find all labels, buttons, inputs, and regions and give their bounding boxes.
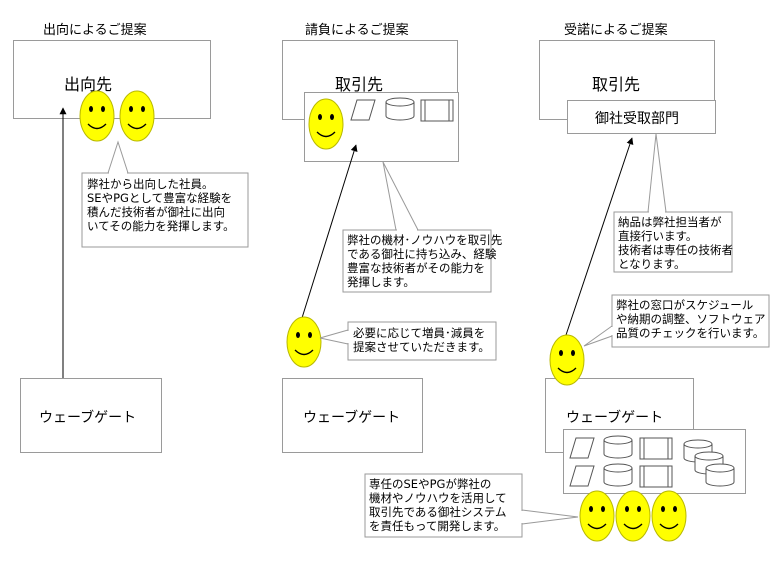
- receiving-dept-box: 御社受取部門: [567, 100, 716, 134]
- client-label-3: 取引先: [592, 75, 641, 94]
- smiley-face-icon: [651, 490, 687, 542]
- parallelogram-data-icon: [350, 99, 376, 121]
- parallelogram-data-icon: [569, 465, 595, 487]
- cylinder-database-icon: [603, 463, 633, 487]
- client-site-label: 出向先: [64, 75, 113, 94]
- column-1-title: 出向によるご提案: [43, 23, 147, 38]
- wavegate-box-1: ウェーブゲート: [20, 378, 162, 453]
- delivery-arrow: [564, 137, 634, 339]
- smiley-face-icon: [579, 490, 615, 542]
- callout-text-2a: 弊社の機材･ノウハウを取引先 である御社に持ち込み、経験 豊富な技術者がその能力…: [347, 233, 503, 289]
- callout-box-3c: [364, 473, 523, 538]
- parallelogram-data-icon: [569, 437, 595, 459]
- wavegate-label-3: ウェーブゲート: [566, 410, 664, 426]
- callout-text-2b: 必要に応じて増員･減員を 提案させていただきます。: [353, 326, 490, 354]
- callout-box-1: [81, 172, 249, 248]
- wavegate-box-2: ウェーブゲート: [282, 378, 423, 453]
- process-rectangle-icon: [420, 99, 454, 122]
- client-label-2: 取引先: [335, 75, 384, 94]
- callout-text-1: 弊社から出向した社員。 SEやPGとして豊富な経験を 積んだ技術者が御社に出向 …: [87, 177, 235, 233]
- cylinder-database-icon: [603, 435, 633, 459]
- contract-arrow: [301, 144, 358, 319]
- receiving-dept-label: 御社受取部門: [595, 111, 679, 127]
- wavegate-label-1: ウェーブゲート: [39, 410, 137, 426]
- callout-text-3c: 専任のSEやPGが弊社の 機材やノウハウを活用して 取引先である御社システム を…: [369, 477, 507, 533]
- smiley-face-icon: [615, 490, 651, 542]
- smiley-face-icon: [308, 98, 344, 150]
- callout-box-2a: [342, 229, 492, 293]
- process-rectangle-icon: [639, 437, 673, 460]
- callout-text-3a: 納品は弊社担当者が 直接行います。 技術者は専任の技術者 となります。: [618, 215, 733, 271]
- cylinder-database-icon: [385, 97, 415, 121]
- callout-text-3b: 弊社の窓口がスケジュール や納期の調整、ソフトウェア 品質のチェックを行います。: [616, 298, 766, 340]
- callout-box-3b: [611, 294, 770, 348]
- smiley-face-icon: [549, 334, 585, 386]
- column-3-title: 受諾によるご提案: [564, 23, 668, 38]
- wavegate-label-2: ウェーブゲート: [303, 410, 401, 426]
- smiley-face-icon: [79, 90, 115, 142]
- smiley-face-icon: [119, 90, 155, 142]
- callout-box-2b: [347, 321, 497, 361]
- smiley-face-icon: [286, 316, 322, 368]
- column-2-title: 請負によるご提案: [305, 23, 409, 38]
- process-rectangle-icon: [639, 465, 673, 488]
- callout-box-3a: [613, 211, 733, 273]
- cylinder-database-icon: [705, 463, 735, 487]
